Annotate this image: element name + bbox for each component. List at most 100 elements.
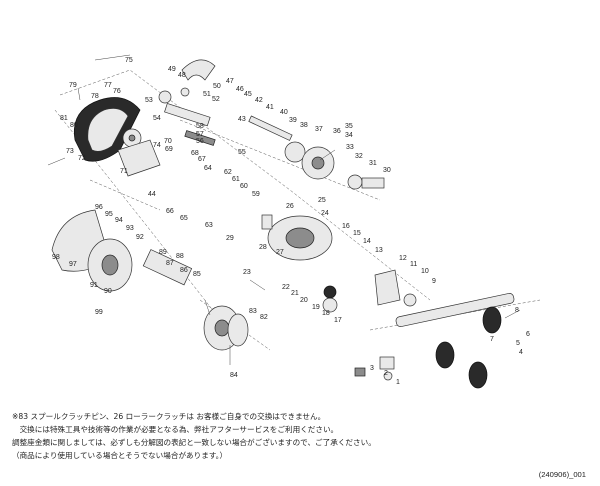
part-label-25: 25 [318,197,326,204]
part-label-28: 28 [259,244,267,251]
part-label-18: 18 [322,310,330,317]
part-label-86: 86 [180,267,188,274]
part-label-40: 40 [280,109,288,116]
part-label-92: 92 [136,234,144,241]
part-label-5: 5 [516,340,520,347]
exploded-parts-diagram: 1 2 3 4 5 6 7 8 9 10 11 12 13 14 15 16 1… [47,54,541,389]
part-label-3: 3 [370,365,374,372]
part-label-85: 85 [193,271,201,278]
part-label-49: 49 [168,66,176,73]
part-label-50: 50 [213,83,221,90]
document-code: (240906)_001 [538,470,586,479]
part-label-98: 98 [52,254,60,261]
part-label-23: 23 [243,269,251,276]
part-label-59: 59 [252,191,260,198]
part-label-13: 13 [375,247,383,254]
part-number-labels: 1 2 3 4 5 6 7 8 9 10 11 12 13 14 15 16 1… [52,57,530,386]
leader-lines [47,54,521,365]
part-label-65: 65 [180,215,188,222]
part-label-71: 71 [120,168,128,175]
part-label-68: 68 [191,150,199,157]
part-label-80: 80 [70,122,78,129]
part-label-6: 6 [526,331,530,338]
part-label-41: 41 [266,104,274,111]
part-label-29: 29 [226,235,234,242]
part-label-83: 83 [249,308,257,315]
part-label-53: 53 [145,97,153,104]
part-label-96: 96 [95,204,103,211]
part-label-90: 90 [104,288,112,295]
part-label-97: 97 [69,261,77,268]
part-label-74: 74 [153,142,161,149]
part-label-94: 94 [115,217,123,224]
part-label-39: 39 [289,117,297,124]
note-service-request: 交換には特殊工具や技術等の作業が必要となる為、弊社アフターサービスをご利用くださ… [12,425,339,434]
part-label-84: 84 [230,372,238,379]
part-label-62: 62 [224,169,232,176]
part-label-9: 9 [432,278,436,285]
top-frame-parts [158,59,216,146]
main-gear-assembly [248,115,385,190]
part-label-19: 19 [312,304,320,311]
part-label-91: 91 [90,282,98,289]
part-label-58: 58 [196,123,204,130]
notes-block: ※83 スプールクラッチピン、26 ローラークラッチは お客様ご自身での交換はで… [12,410,572,462]
part-label-78: 78 [91,93,99,100]
star-drag-parts [354,356,395,381]
part-label-14: 14 [363,238,371,245]
part-label-27: 27 [276,249,284,256]
part-label-88: 88 [176,253,184,260]
part-label-4: 4 [519,349,523,356]
part-label-22: 22 [282,284,290,291]
part-label-76: 76 [113,88,121,95]
part-label-52: 52 [212,96,220,103]
part-label-61: 61 [232,176,240,183]
part-label-75: 75 [125,57,133,64]
part-label-30: 30 [383,167,391,174]
part-label-81: 81 [60,115,68,122]
part-label-55: 55 [238,149,246,156]
part-label-72: 72 [78,155,86,162]
part-label-60: 60 [240,183,248,190]
part-label-31: 31 [369,160,377,167]
part-label-38: 38 [300,122,308,129]
part-label-2: 2 [384,370,388,377]
part-label-12: 12 [399,255,407,262]
part-label-43: 43 [238,116,246,123]
part-label-36: 36 [333,128,341,135]
note-adjustment-washers: 調整座金類に関しましては、必ずしも分解図の表記と一致しない場合がございますので、… [12,438,376,447]
side-plate-assembly [73,97,161,177]
part-label-64: 64 [204,165,212,172]
part-label-69: 69 [165,146,173,153]
part-label-82: 82 [260,314,268,321]
part-label-47: 47 [226,78,234,85]
part-label-37: 37 [315,126,323,133]
part-label-57: 57 [196,131,204,138]
part-label-56: 56 [196,138,204,145]
part-label-11: 11 [410,261,417,268]
part-label-95: 95 [105,211,113,218]
part-label-35: 35 [345,123,353,130]
part-label-63: 63 [205,222,213,229]
part-label-24: 24 [321,210,329,217]
note-spool-clutch-pin: ※83 スプールクラッチピン、26 ローラークラッチは お客様ご自身での交換はで… [12,412,326,421]
body-frame [261,214,338,313]
part-label-7: 7 [490,336,494,343]
part-label-73: 73 [66,148,74,155]
part-label-45: 45 [244,91,252,98]
part-label-33: 33 [346,144,354,151]
part-label-42: 42 [255,97,263,104]
note-product-variance: （商品により使用している場合とそうでない場合があります。） [12,451,228,460]
part-label-44: 44 [148,191,156,198]
part-label-70: 70 [164,138,172,145]
part-label-34: 34 [345,132,353,139]
part-label-17: 17 [334,317,342,324]
part-label-26: 26 [286,203,294,210]
part-label-87: 87 [166,260,174,267]
part-label-20: 20 [300,297,308,304]
part-label-10: 10 [421,268,429,275]
handle-assembly [374,269,515,389]
part-label-46: 46 [236,86,244,93]
part-label-48: 48 [178,72,186,79]
part-label-93: 93 [126,225,134,232]
